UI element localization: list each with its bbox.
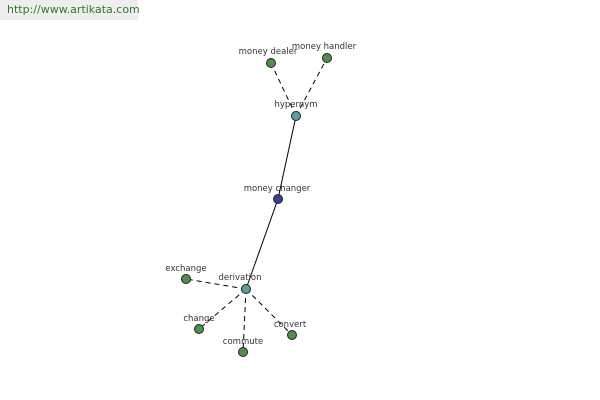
node-marker-change[interactable]	[194, 324, 204, 334]
edge-derivation-to-commute	[242, 288, 247, 353]
source-url-link[interactable]: http://www.artikata.com	[0, 0, 140, 20]
node-marker-money-handler[interactable]	[322, 53, 332, 63]
node-label-exchange: exchange	[165, 264, 206, 274]
node-label-convert: convert	[274, 320, 307, 330]
node-marker-hypernym[interactable]	[291, 111, 301, 121]
node-exchange[interactable]: exchange	[165, 264, 207, 284]
nodes-layer: money changer hypernym derivation money dea…	[165, 42, 357, 357]
node-label-derivation: derivation	[218, 273, 261, 283]
node-marker-commute[interactable]	[238, 347, 248, 357]
edge-money-changer-to-hypernym	[277, 115, 297, 200]
node-label-money-changer: money changer	[244, 184, 311, 194]
node-hypernym[interactable]: hypernym	[274, 100, 318, 121]
node-label-money-dealer: money dealer	[239, 47, 298, 57]
edge-money-changer-to-derivation	[245, 198, 279, 290]
node-derivation[interactable]: derivation	[218, 273, 262, 294]
node-label-hypernym: hypernym	[274, 100, 317, 110]
edge-derivation-to-change	[198, 288, 247, 330]
node-change[interactable]: change	[183, 314, 215, 334]
edge-derivation-to-exchange	[185, 278, 247, 290]
node-marker-money-dealer[interactable]	[266, 58, 276, 68]
node-money-dealer[interactable]: money dealer	[239, 47, 298, 68]
node-money-changer[interactable]: money changer	[244, 184, 311, 204]
node-commute[interactable]: commute	[223, 337, 263, 357]
node-marker-convert[interactable]	[287, 330, 297, 340]
node-label-commute: commute	[223, 337, 263, 347]
edges-layer	[185, 57, 328, 353]
edge-hypernym-to-money-dealer	[270, 62, 297, 117]
node-marker-derivation[interactable]	[241, 284, 251, 294]
node-money-handler[interactable]: money handler	[292, 42, 357, 63]
edge-derivation-to-convert	[245, 288, 293, 336]
edge-hypernym-to-money-handler	[295, 57, 328, 117]
node-label-change: change	[183, 314, 214, 324]
node-convert[interactable]: convert	[274, 320, 307, 340]
node-label-money-handler: money handler	[292, 42, 357, 52]
node-marker-money-changer[interactable]	[273, 194, 283, 204]
node-marker-exchange[interactable]	[181, 274, 191, 284]
